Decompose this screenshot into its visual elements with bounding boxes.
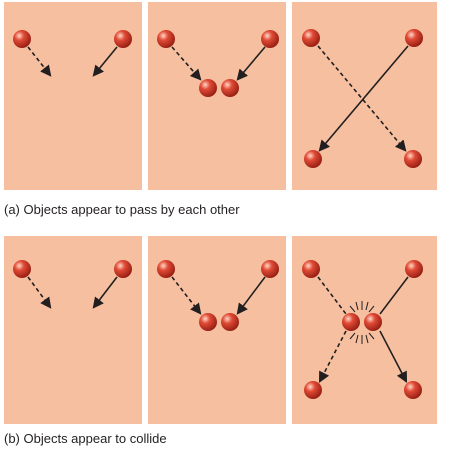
ball (157, 30, 175, 48)
ball (199, 79, 217, 97)
solid-arrow (318, 45, 409, 152)
caption-row-a: (a) Objects appear to pass by each other (4, 202, 240, 217)
ball (302, 29, 320, 47)
ball (405, 29, 423, 47)
dashed-arrow (171, 46, 202, 81)
solid-line (379, 276, 409, 315)
solid-arrow (379, 330, 408, 383)
ball (261, 260, 279, 278)
dashed-line (317, 276, 347, 315)
solid-arrow (236, 46, 266, 81)
ball (304, 150, 322, 168)
ball (302, 260, 320, 278)
ball (364, 313, 382, 331)
dashed-arrow (171, 276, 202, 315)
solid-arrow (92, 276, 118, 309)
dashed-arrow (27, 276, 52, 309)
ball (404, 381, 422, 399)
ball (405, 260, 423, 278)
ball (13, 30, 31, 48)
ball (342, 313, 360, 331)
dashed-arrow (27, 46, 52, 77)
ball (199, 313, 217, 331)
ball (404, 150, 422, 168)
ball (157, 260, 175, 278)
dashed-arrow (317, 45, 407, 152)
caption-row-b: (b) Objects appear to collide (4, 431, 167, 446)
ball (114, 30, 132, 48)
ball (13, 260, 31, 278)
ball (304, 381, 322, 399)
ball (261, 30, 279, 48)
impact-marks (349, 301, 375, 344)
ball (221, 79, 239, 97)
panel-a2 (148, 2, 286, 190)
dashed-arrow (318, 330, 347, 383)
solid-arrow (92, 46, 118, 77)
ball (114, 260, 132, 278)
solid-arrow (236, 276, 266, 315)
ball (221, 313, 239, 331)
